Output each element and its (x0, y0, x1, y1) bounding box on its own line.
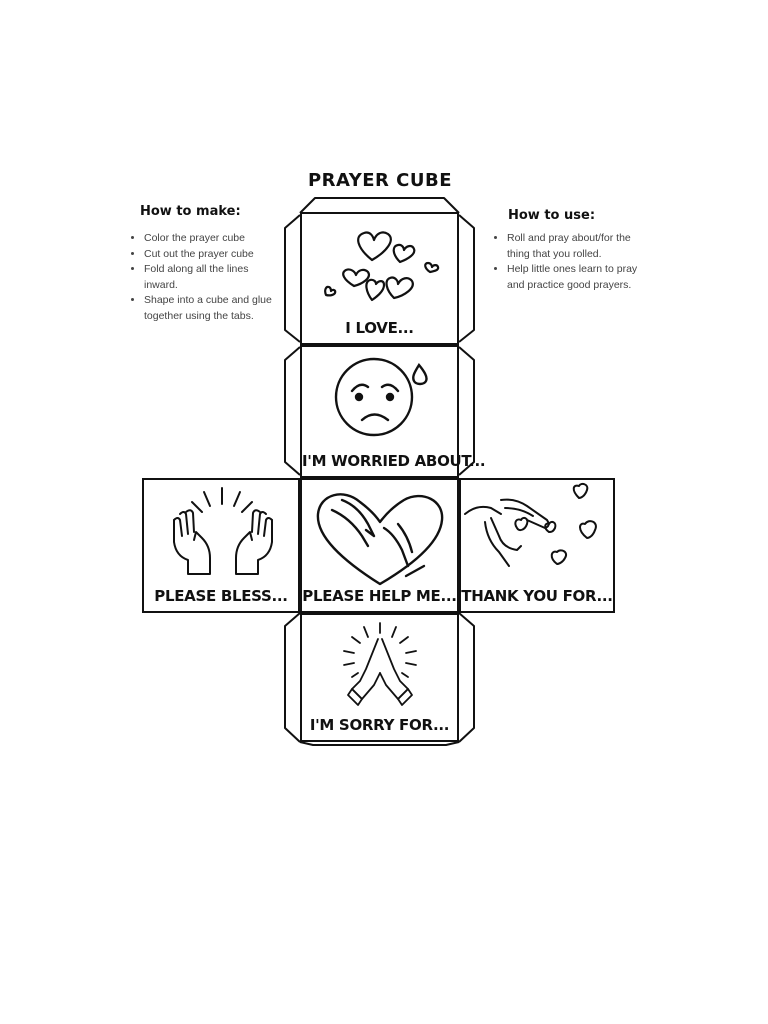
praying-hands-icon (343, 622, 417, 706)
how-to-make-step: Color the prayer cube (144, 231, 274, 247)
how-to-make-step: Fold along all the lines inward. (144, 262, 274, 293)
how-to-make-step: Shape into a cube and glue together usin… (144, 293, 274, 324)
cube-face-help: PLEASE HELP ME... (300, 478, 459, 613)
cube-face-thank: THANK YOU FOR... (459, 478, 615, 613)
how-to-use-step: Roll and pray about/for the thing that y… (507, 231, 647, 262)
how-to-use-step: Help little ones learn to pray and pract… (507, 262, 647, 293)
raised-hands-icon (173, 487, 273, 575)
face-label-sorry: I'M SORRY FOR... (309, 716, 450, 734)
face-label-love: I LOVE... (345, 319, 414, 337)
how-to-make-heading: How to make: (140, 204, 241, 219)
hearts-icon (324, 231, 440, 302)
face-label-worried: I'M WORRIED ABOUT... (302, 452, 486, 470)
face-label-bless: PLEASE BLESS... (154, 587, 288, 605)
face-label-help: PLEASE HELP ME... (302, 587, 457, 605)
face-label-thank: THANK YOU FOR... (461, 587, 613, 605)
heart-hands-icon (316, 493, 444, 586)
hands-hearts-icon (464, 482, 597, 567)
how-to-make-step: Cut out the prayer cube (144, 247, 274, 263)
how-to-use-heading: How to use: (508, 208, 596, 223)
how-to-use-list: Roll and pray about/for the thing that y… (493, 231, 647, 293)
cube-face-bless: PLEASE BLESS... (142, 478, 300, 613)
cube-face-worried: I'M WORRIED ABOUT... (300, 345, 486, 478)
cube-face-sorry: I'M SORRY FOR... (300, 613, 459, 742)
how-to-make-list: Color the prayer cube Cut out the prayer… (130, 231, 274, 324)
page-title: PRAYER CUBE (307, 170, 453, 191)
cube-face-love: I LOVE... (300, 212, 459, 345)
worried-face-icon (334, 357, 428, 437)
